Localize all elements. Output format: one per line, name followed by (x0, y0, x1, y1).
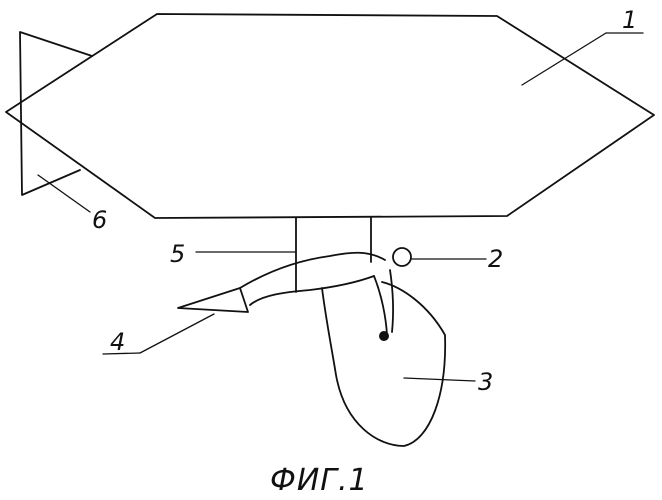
leader-3 (404, 378, 475, 381)
label-3: 3 (478, 368, 493, 396)
label-1: 1 (622, 6, 637, 34)
label-2: 2 (488, 245, 503, 273)
arm-assembly (240, 253, 393, 335)
nozzle (178, 288, 248, 312)
label-6: 6 (92, 206, 107, 234)
wheel (393, 248, 411, 266)
label-4: 4 (110, 328, 125, 356)
leader-4 (140, 314, 214, 353)
joint-dot (379, 331, 389, 341)
airship-body (6, 14, 654, 218)
leader-6 (38, 175, 90, 212)
tail-fin (20, 32, 92, 195)
label-5: 5 (170, 240, 185, 268)
figure-caption: ФИГ.1 (270, 463, 369, 498)
